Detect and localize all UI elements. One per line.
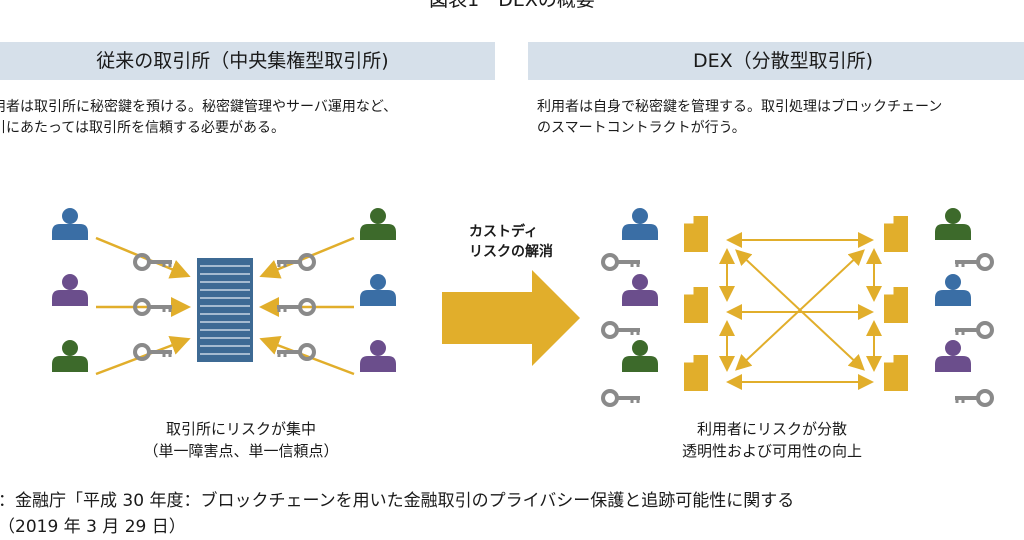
- smart-contract-icon: [683, 286, 709, 324]
- user-icon: [622, 274, 658, 306]
- user-icon: [360, 274, 396, 306]
- user-icon: [360, 340, 396, 372]
- smart-contract-icon: [683, 215, 709, 253]
- user-icon: [622, 208, 658, 240]
- source-line: （2019 年 3 月 29 日）: [0, 517, 186, 537]
- left-caption: 取引所にリスクが集中 （単一障害点、単一信頼点）: [91, 418, 391, 462]
- exchange-server-icon: [197, 258, 253, 362]
- custody-risk-label: カストディ リスクの解消: [469, 222, 553, 262]
- user-icon: [52, 208, 88, 240]
- user-icon: [935, 274, 971, 306]
- figure-title: 図表1 DEXの概要: [429, 0, 595, 11]
- transition-arrow-icon: [442, 270, 580, 366]
- right-caption-line: 利用者にリスクが分散: [696, 420, 847, 438]
- right-description-line: 利用者は自身で秘密鍵を管理する。取引処理はブロックチェーン: [537, 99, 943, 115]
- user-icon: [52, 274, 88, 306]
- left-caption-line: 取引所にリスクが集中: [165, 420, 316, 438]
- user-icon: [52, 340, 88, 372]
- key-icon: [601, 389, 642, 407]
- left-description-line: 用者は取引所に秘密鍵を預ける。秘密鍵管理やサーバ運用など、: [0, 99, 398, 115]
- smart-contract-icon: [883, 215, 909, 253]
- key-icon: [953, 321, 994, 339]
- source-line: ：金融庁「平成 30 年度：ブロックチェーンを用いた金融取引のプライバシー保護と…: [0, 491, 795, 511]
- key-icon: [601, 253, 642, 271]
- left-caption-line: （単一障害点、単一信頼点）: [143, 442, 339, 460]
- key-icon: [601, 321, 642, 339]
- smart-contract-icon: [883, 286, 909, 324]
- user-icon: [622, 340, 658, 372]
- user-icon: [935, 208, 971, 240]
- left-description-line: 引にあたっては取引所を信頼する必要がある。: [0, 120, 286, 136]
- p2p-arrows: [719, 232, 882, 390]
- right-description: 利用者は自身で秘密鍵を管理する。取引処理はブロックチェーン のスマートコントラク…: [537, 97, 942, 139]
- left-panel-header: 従来の取引所（中央集権型取引所): [0, 42, 495, 80]
- custody-risk-line: リスクの解消: [469, 244, 553, 260]
- right-description-line: のスマートコントラクトが行う。: [537, 120, 746, 136]
- right-caption-line: 透明性および可用性の向上: [681, 442, 862, 460]
- smart-contract-icon: [883, 354, 909, 392]
- user-icon: [360, 208, 396, 240]
- key-icon: [953, 389, 994, 407]
- user-icon: [935, 340, 971, 372]
- left-description: 用者は取引所に秘密鍵を預ける。秘密鍵管理やサーバ運用など、 引にあたっては取引所…: [0, 97, 397, 139]
- smart-contract-icon: [683, 354, 709, 392]
- source-note: ：金融庁「平成 30 年度：ブロックチェーンを用いた金融取引のプライバシー保護と…: [0, 488, 794, 540]
- key-icon: [953, 253, 994, 271]
- right-panel-header: DEX（分散型取引所): [528, 42, 1024, 80]
- right-caption: 利用者にリスクが分散 透明性および可用性の向上: [622, 418, 922, 462]
- custody-risk-line: カストディ: [469, 224, 539, 240]
